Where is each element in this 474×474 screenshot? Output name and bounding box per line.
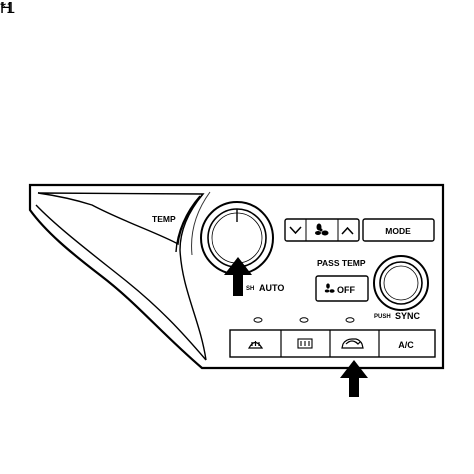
callout-label: *1 (0, 0, 16, 17)
panel-bezel (28, 183, 445, 370)
passenger-temp-knob[interactable] (373, 255, 429, 311)
push-sync-prefix: PUSH (374, 314, 391, 320)
mode-label: MODE (385, 226, 411, 236)
temp-label: TEMP (152, 214, 176, 224)
push-sync-label: SYNC (395, 311, 421, 321)
rear-defroster-button[interactable] (282, 331, 329, 356)
mode-button[interactable]: MODE (362, 218, 435, 242)
up-arrow-icon (340, 360, 368, 397)
up-arrow-icon (224, 257, 252, 296)
fan-icon (324, 283, 335, 293)
air-recirculation-icon (341, 338, 364, 349)
front-defroster-icon (247, 341, 264, 349)
front-defroster-button[interactable] (231, 331, 280, 356)
ac-button[interactable]: A/C (380, 331, 434, 356)
push-auto-label: AUTO (259, 283, 284, 293)
fan-off-label: OFF (337, 285, 355, 295)
fan-off-button[interactable]: OFF (315, 275, 369, 302)
chevron-down-icon[interactable] (289, 226, 302, 235)
illustration-reference-code: H (0, 0, 12, 17)
fan-icon (315, 223, 329, 236)
chevron-up-icon[interactable] (341, 226, 354, 235)
indicator-leds (253, 317, 355, 323)
rear-defroster-icon (297, 338, 313, 349)
fan-speed-rocker[interactable] (284, 218, 360, 242)
air-recirculation-button[interactable] (331, 331, 378, 356)
pass-temp-label: PASS TEMP (317, 258, 366, 268)
ac-label: A/C (398, 340, 414, 350)
bottom-button-row (229, 329, 436, 358)
push-auto-prefix: SH (246, 286, 254, 292)
